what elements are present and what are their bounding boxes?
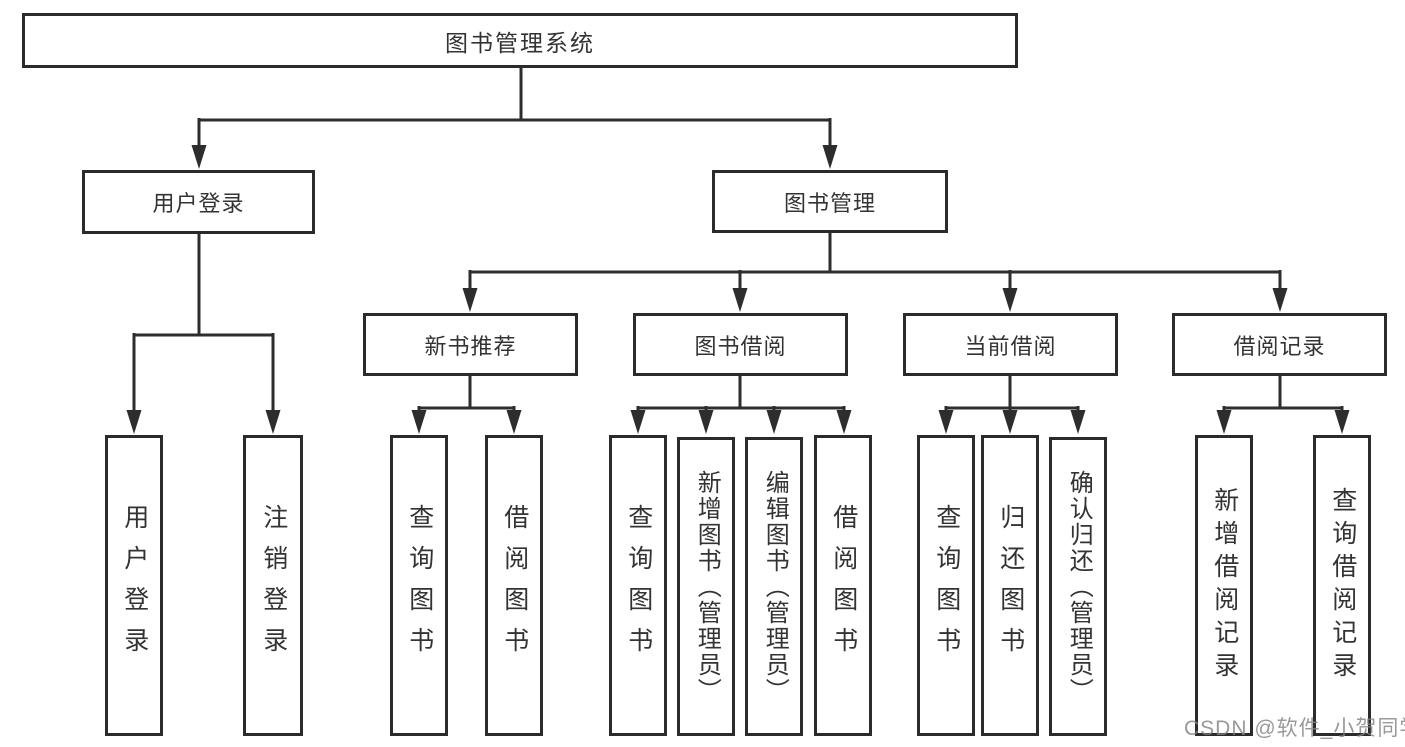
node-user-login-label: 用户登录: [152, 191, 245, 216]
node-root: 图书管理系统: [22, 13, 1018, 68]
leaf-query-borrow-record: 查询借阅记录: [1313, 435, 1371, 736]
leaf-borrow-books-borrowing: 借阅图书: [814, 435, 872, 736]
node-book-management-label: 图书管理: [783, 190, 876, 216]
node-book-borrowing-label: 图书借阅: [694, 333, 787, 359]
node-current-borrowing-label: 当前借阅: [964, 333, 1057, 359]
leaf-add-borrow-record: 新增借阅记录: [1195, 435, 1253, 736]
leaf-query-books-current: 查询图书: [917, 435, 975, 736]
leaf-query-books-borrowing: 查询图书: [609, 435, 667, 736]
node-new-book-recommendation: 新书推荐: [363, 313, 578, 376]
leaf-edit-books-admin: 编辑图书（管理员）: [745, 437, 803, 736]
leaf-query-books-recommend: 查询图书: [390, 435, 448, 736]
node-current-borrowing: 当前借阅: [903, 313, 1118, 376]
watermark: CSDN @软件_小贺同学: [1184, 717, 1405, 740]
node-borrowing-records: 借阅记录: [1172, 313, 1387, 376]
leaf-confirm-return-admin: 确认归还（管理员）: [1049, 437, 1107, 736]
leaf-logout-login: 注销登录: [243, 435, 303, 736]
node-root-label: 图书管理系统: [445, 29, 595, 56]
leaf-add-books-admin: 新增图书（管理员）: [677, 437, 735, 736]
node-borrowing-records-label: 借阅记录: [1233, 333, 1326, 359]
node-book-management: 图书管理: [712, 170, 948, 233]
node-new-book-recommendation-label: 新书推荐: [424, 333, 517, 359]
leaf-borrow-books-recommend: 借阅图书: [485, 435, 543, 736]
leaf-user-login: 用户登录: [105, 435, 163, 736]
node-user-login: 用户登录: [82, 170, 315, 234]
leaf-return-books: 归还图书: [981, 435, 1039, 736]
node-book-borrowing: 图书借阅: [633, 313, 848, 376]
